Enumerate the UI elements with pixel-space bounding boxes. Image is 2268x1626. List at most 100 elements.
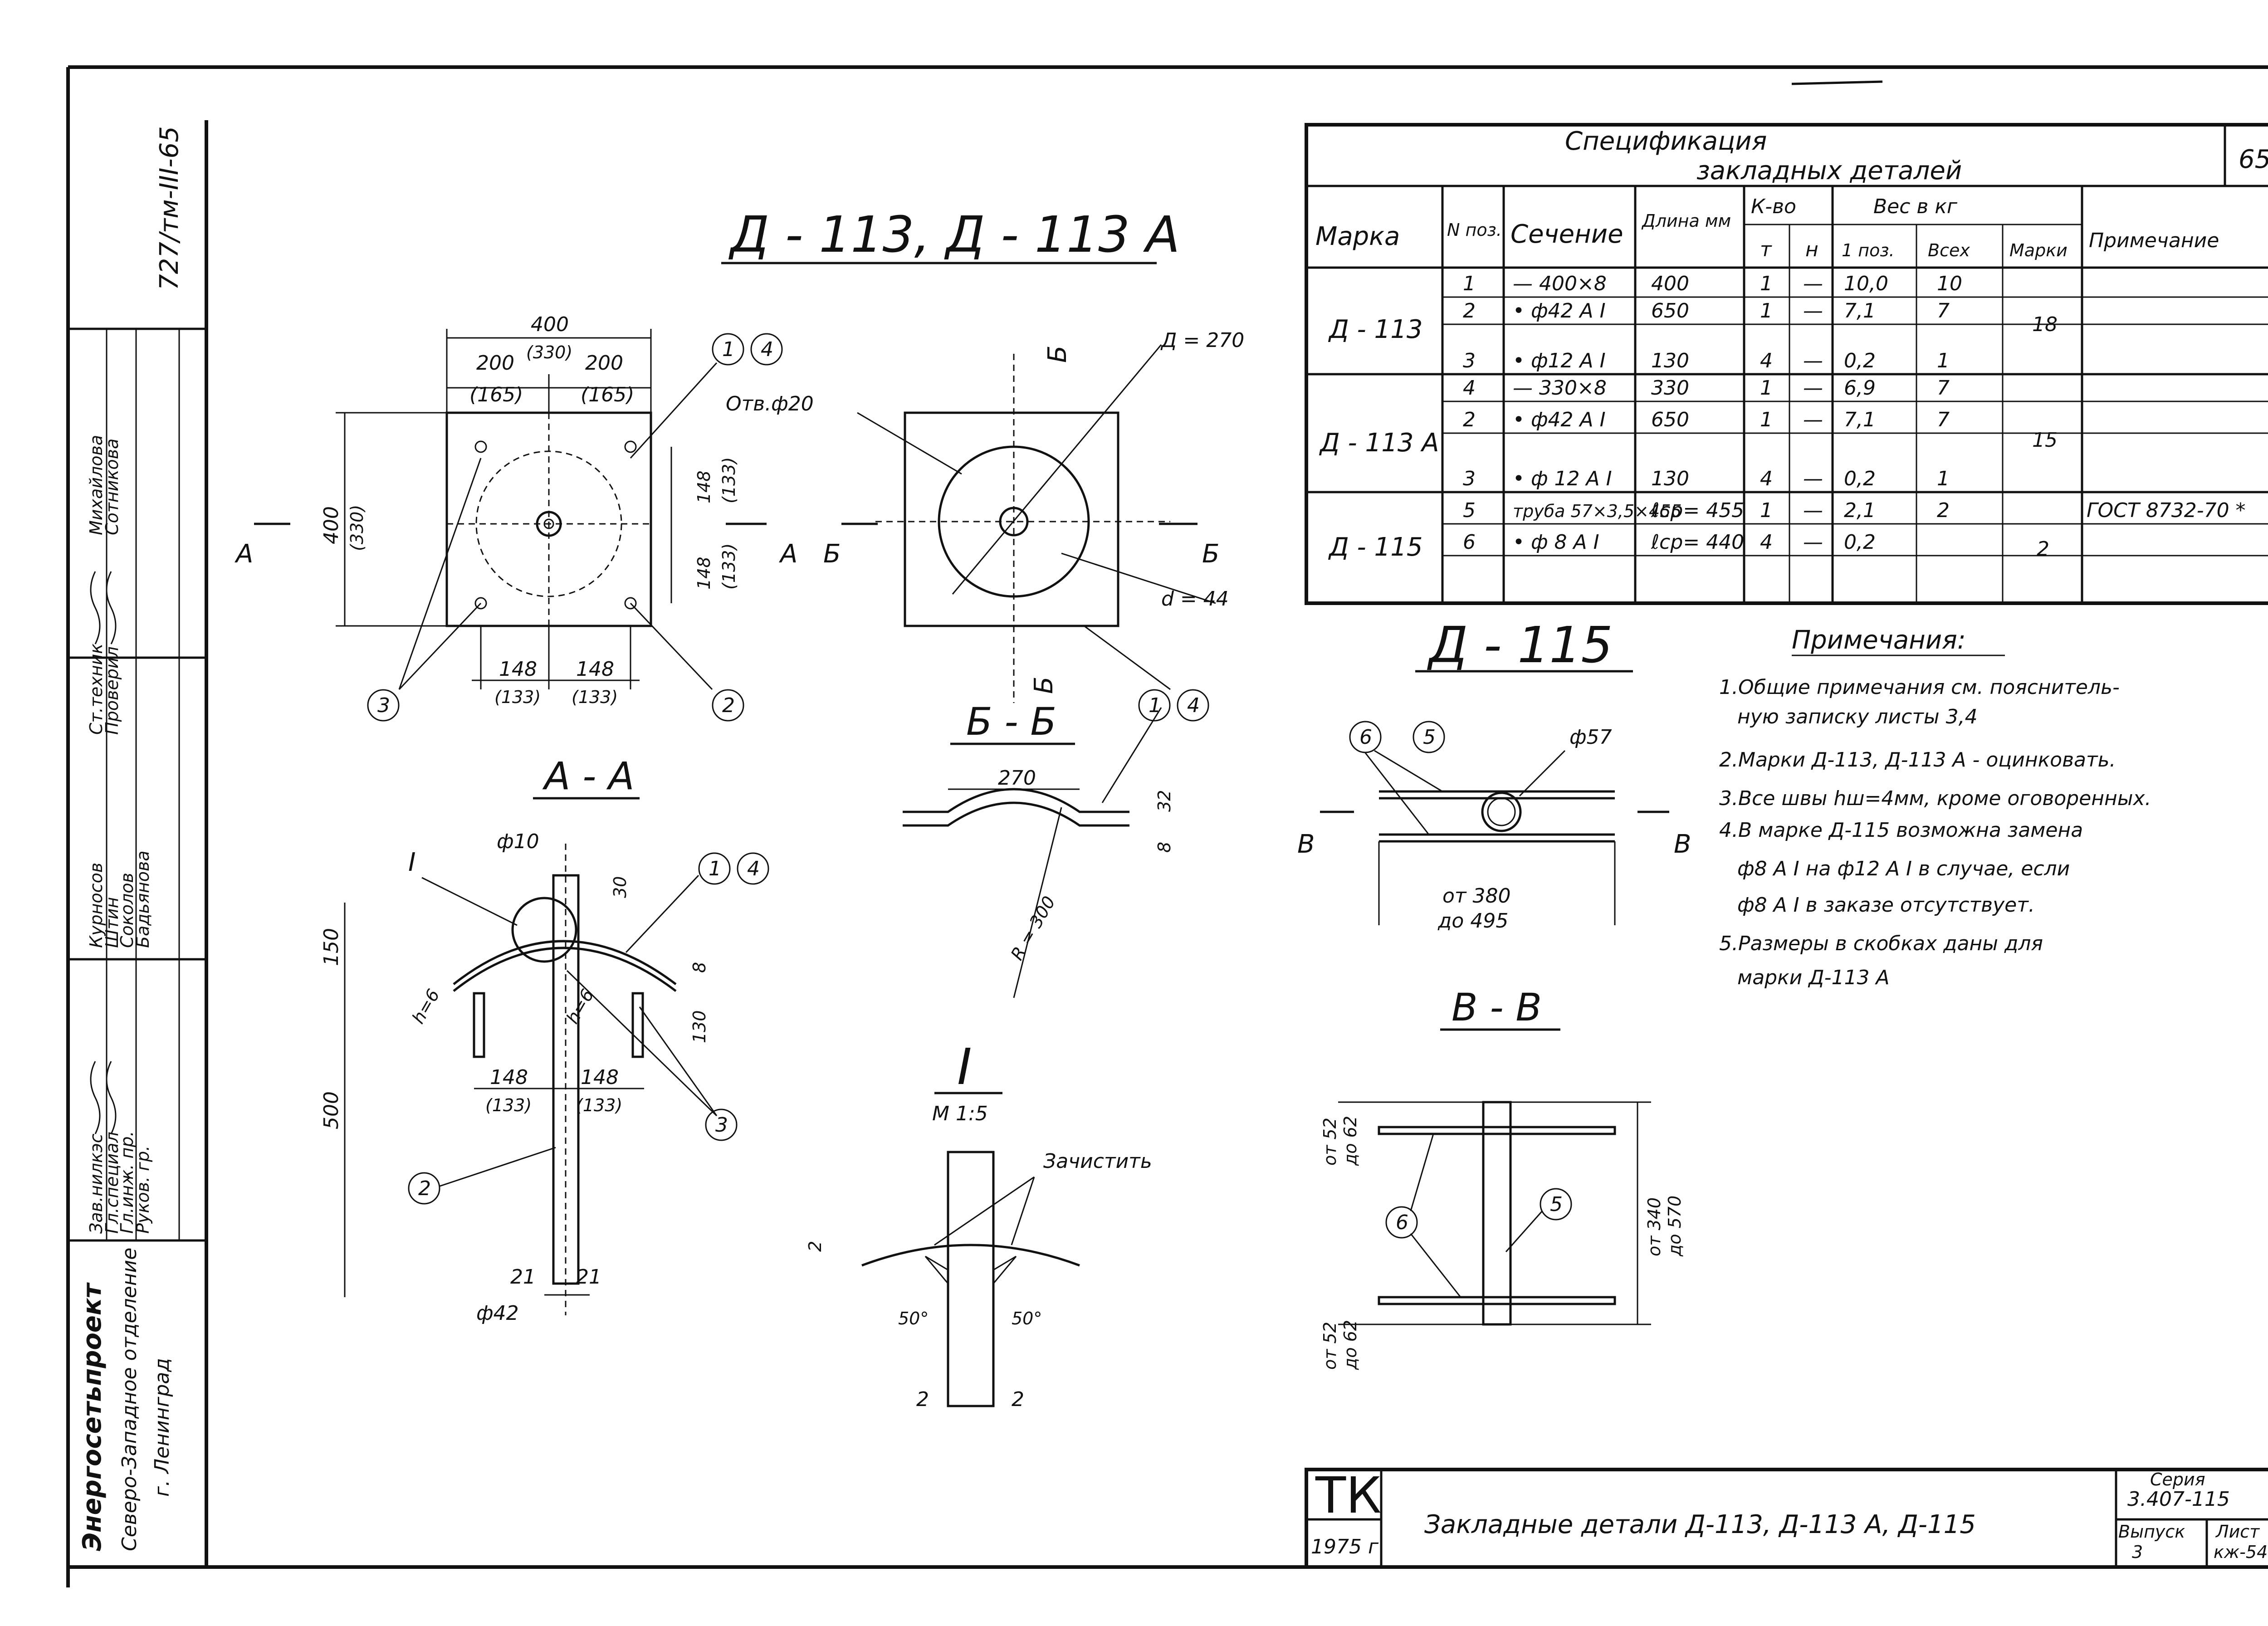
- dim-8: 8: [689, 962, 709, 973]
- dim-32-bb: 32: [1154, 790, 1174, 812]
- plan-view-d113: 400 (330) 200 (165) 200 (165) 400 (330) …: [235, 313, 797, 707]
- stamp-org-line3: г. Ленинград: [151, 1358, 174, 1497]
- vv-to570: до 570: [1665, 1196, 1685, 1257]
- note-line-6: ф8 А I на ф12 А I в случае, если: [1737, 857, 2070, 880]
- spec-cell-qty-t-3: 4: [1760, 349, 1773, 372]
- spec-cell-section-4: — 330×8: [1513, 376, 1607, 400]
- section-bb-title: Б - Б: [966, 699, 1056, 744]
- stamp-org-line2: Северо-Западное отделение: [118, 1248, 141, 1551]
- spec-cell-section-2: • ф42 А I: [1513, 299, 1606, 322]
- mark-d113: Д - 113: [1328, 315, 1422, 344]
- vv-from52-bottom: от 52: [1320, 1322, 1340, 1370]
- spec-cell-qty-n-7: —: [1803, 499, 1823, 522]
- hdr-pos: N поз.: [1447, 220, 1502, 240]
- diameter-D270: Д = 270: [1160, 329, 1244, 352]
- stamp-name-5: Михайлова: [86, 435, 106, 535]
- spec-cell-qty-n-6: —: [1803, 467, 1823, 490]
- hdr-weight: Вес в кг: [1873, 195, 1958, 218]
- pos-4-aa: 4: [747, 857, 760, 880]
- spec-cell-w-all-6: 1: [1937, 467, 1950, 490]
- tb-series-label: Серия: [2150, 1470, 2205, 1489]
- d115-phi57: ф57: [1569, 726, 1612, 749]
- stamp-org-line1: Энергосетьпроект: [78, 1282, 107, 1551]
- pos-4-b: 4: [1187, 694, 1200, 717]
- spec-cell-pos-4: 4: [1463, 376, 1476, 400]
- note-line-8: 5.Размеры в скобках даны для: [1719, 932, 2043, 955]
- diameter-d44: d = 44: [1161, 587, 1229, 610]
- spec-cell-qty-n-8: —: [1803, 531, 1823, 554]
- clean-label: Зачистить: [1043, 1150, 1152, 1173]
- spec-cell-pos-7: 5: [1463, 499, 1476, 522]
- spec-cell-length-3: 130: [1651, 349, 1689, 372]
- spec-cell-length-4: 330: [1651, 376, 1689, 400]
- dim-133-side: (133): [719, 457, 739, 503]
- dim-2-top: 2: [805, 1241, 825, 1252]
- note-line-2: ную записку листы 3,4: [1737, 705, 1978, 728]
- dim-133-plan-left: (133): [494, 687, 541, 707]
- vv-from340: от 340: [1644, 1197, 1664, 1256]
- cut-mark-B-bottom: Б: [1029, 677, 1059, 694]
- dim-130: 130: [689, 1010, 709, 1043]
- label-I: I: [408, 848, 416, 877]
- spec-cell-length-6: 130: [1651, 467, 1689, 490]
- pos-1-plan: 1: [722, 338, 735, 361]
- d115-view: ф57 от 380 до 495 В В: [1297, 726, 1691, 933]
- stamp-role-5: Ст.техник: [86, 644, 106, 735]
- radius-300: R = 300: [1007, 893, 1060, 963]
- spec-cell-qty-t-6: 4: [1760, 467, 1773, 490]
- spec-title-2: закладных деталей: [1696, 156, 1962, 186]
- pos-5-d115: 5: [1423, 726, 1436, 749]
- spec-cell-qty-t-4: 1: [1760, 376, 1773, 400]
- spec-cell-qty-t-7: 1: [1760, 499, 1773, 522]
- section-bb: 270 32 8 R = 300: [903, 707, 1174, 998]
- spec-title-1: Спецификация: [1565, 127, 1767, 156]
- spec-cell-length-7: ℓср= 455: [1651, 499, 1744, 522]
- label-phi42: ф42: [476, 1302, 519, 1325]
- label-phi10: ф10: [497, 830, 539, 853]
- spec-cell-section-3: • ф12 А I: [1513, 349, 1606, 372]
- detail-I-scale: М 1:5: [932, 1102, 988, 1125]
- spec-cell-qty-n-1: —: [1803, 272, 1823, 295]
- section-vv-title: В - В: [1452, 985, 1542, 1030]
- spec-cell-qty-t-5: 1: [1760, 408, 1773, 431]
- hdr-w-mark: Марки: [2009, 240, 2068, 260]
- cut-mark-A-right: А: [779, 539, 797, 569]
- pos-1-b: 1: [1149, 694, 1161, 717]
- spec-cell-section-8: • ф 8 А I: [1513, 531, 1599, 554]
- hdr-qty-t: т: [1760, 238, 1772, 261]
- stamp-name-1: Курносов: [86, 863, 106, 948]
- spec-cell-w-all-1: 10: [1937, 272, 1962, 295]
- spec-cell-qty-t-2: 1: [1760, 299, 1773, 322]
- pos-6-d115: 6: [1359, 726, 1372, 749]
- note-line-4: 3.Все швы hш=4мм, кроме оговоренных.: [1719, 787, 2151, 810]
- spec-cell-qty-t-1: 1: [1760, 272, 1773, 295]
- hdr-w-all: Всех: [1928, 240, 1970, 260]
- pos-3-plan: 3: [377, 694, 390, 717]
- weld-h6-right: h=6: [562, 986, 598, 1027]
- spec-cell-qty-n-5: —: [1803, 408, 1823, 431]
- tb-series-value: 3.407-115: [2127, 1488, 2230, 1511]
- vv-to62-bottom: до 62: [1340, 1320, 1360, 1370]
- stamp-name-4: Бадьянова: [133, 850, 153, 948]
- dim-150: 150: [320, 928, 343, 966]
- vv-from52-top: от 52: [1320, 1118, 1340, 1166]
- spec-cell-section-5: • ф42 А I: [1513, 408, 1606, 431]
- spec-cell-w-one-6: 0,2: [1844, 467, 1876, 490]
- hdr-section: Сечение: [1510, 220, 1623, 249]
- cut-mark-V-left: В: [1297, 830, 1315, 859]
- hole-label: Отв.ф20: [726, 392, 814, 415]
- position-callouts: 1 4 3 2 1 4 1 4 3 2 6 5 6 5: [367, 333, 1572, 1239]
- dim-2-left: 2: [916, 1388, 929, 1411]
- cut-mark-A-left: А: [235, 539, 253, 569]
- tb-issue-label: Выпуск: [2118, 1522, 2185, 1542]
- cut-mark-V-right: В: [1674, 830, 1691, 859]
- pos-1-aa: 1: [709, 857, 721, 880]
- dim-200-left: 200: [476, 352, 514, 375]
- note-line-5: 4.В марке Д-115 возможна замена: [1719, 819, 2083, 842]
- pos-6-vv: 6: [1396, 1211, 1408, 1234]
- spec-cell-note-7: ГОСТ 8732-70 *: [2087, 499, 2246, 522]
- spec-cell-qty-n-4: —: [1803, 376, 1823, 400]
- tb-year: 1975 г: [1311, 1535, 1379, 1558]
- note-line-3: 2.Марки Д-113, Д-113 А - оцинковать.: [1719, 748, 2116, 771]
- spec-cell-length-2: 650: [1651, 299, 1689, 322]
